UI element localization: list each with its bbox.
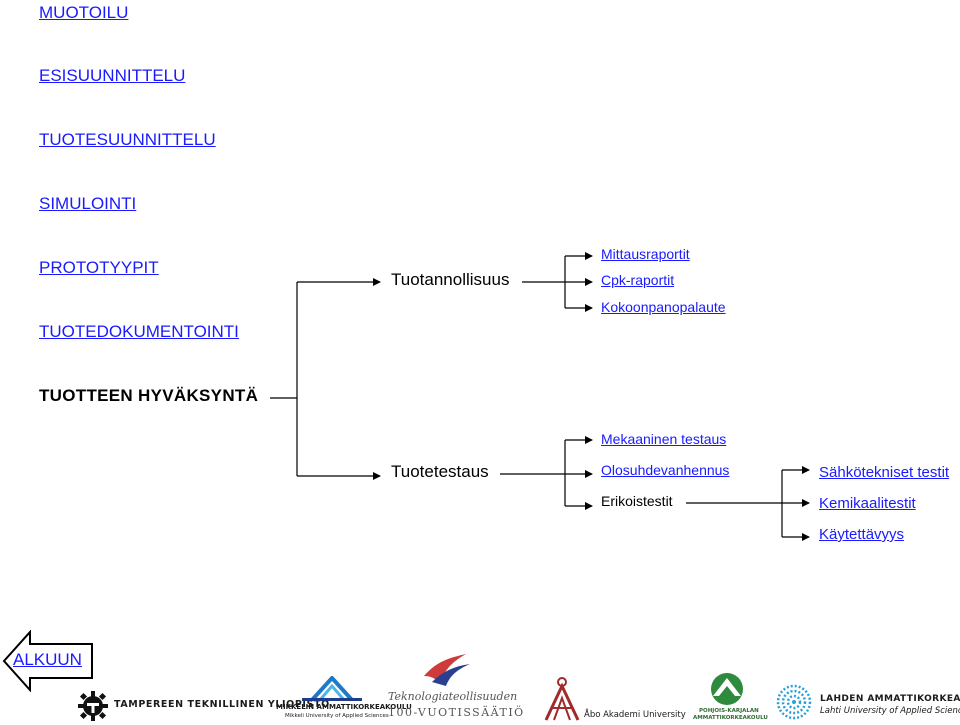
nav-link-muotoilu[interactable]: MUOTOILU	[39, 3, 129, 22]
leaf-link-mittausraportit[interactable]: Mittausraportit	[601, 246, 690, 262]
gear-icon	[78, 691, 108, 721]
tek-logo-subtext: 100-VUOTISSÄÄTIÖ	[388, 706, 525, 719]
main-title: TUOTTEEN HYVÄKSYNTÄ	[39, 386, 259, 405]
node-tuotetestaus: Tuotetestaus	[391, 462, 489, 481]
abo-logo-text: Åbo Akademi University	[584, 710, 686, 720]
tty-logo: TAMPEREEN TEKNILLINEN YLIOPISTO	[78, 688, 329, 724]
leaf-link-kemikaalitestit[interactable]: Kemikaalitestit	[819, 495, 916, 512]
pk-logo-subtext: AMMATTIKORKEAKOULU	[693, 715, 768, 721]
leaf-link-cpk-raportit[interactable]: Cpk-raportit	[601, 272, 675, 288]
mikkeli-mark-icon	[302, 676, 362, 702]
lahti-logo: LAHDEN AMMATTIKORKEAKOULU Lahti Universi…	[776, 684, 960, 724]
lahti-logo-text: LAHDEN AMMATTIKORKEAKOULU	[820, 694, 960, 704]
nav-link-simulointi[interactable]: SIMULOINTI	[39, 194, 137, 213]
leaf-link-olosuhdevanhennus[interactable]: Olosuhdevanhennus	[601, 462, 730, 478]
leaf-link-mekaaninen-testaus[interactable]: Mekaaninen testaus	[601, 431, 727, 447]
leaf-link-kaytettavyys[interactable]: Käytettävyys	[819, 526, 905, 543]
pohjois-karjala-logo: POHJOIS-KARJALAN AMMATTIKORKEAKOULU	[692, 672, 768, 724]
mikkeli-logo-subtext: Mikkeli University of Applied Sciences	[285, 713, 389, 719]
teknologiateollisuus-logo: Teknologiateollisuuden 100-VUOTISSÄÄTIÖ	[386, 652, 526, 724]
pk-logo-text: POHJOIS-KARJALAN	[699, 708, 759, 714]
left-arrow-icon	[2, 630, 93, 692]
nav-link-prototyypit[interactable]: PROTOTYYPIT	[39, 258, 159, 277]
mikkeli-logo-text: MIKKELIN AMMATTIKORKEAKOULU	[276, 703, 412, 711]
leaf-erikoistestit: Erikoistestit	[601, 493, 673, 509]
abo-a-icon	[544, 677, 580, 721]
nav-link-esisuunnittelu[interactable]: ESISUUNNITTELU	[39, 66, 186, 85]
pk-mark-icon	[711, 673, 743, 705]
tek-logo-text: Teknologiateollisuuden	[388, 690, 518, 703]
nav-link-tuotedokumentointi[interactable]: TUOTEDOKUMENTOINTI	[39, 322, 239, 341]
abo-akademi-logo: Åbo Akademi University	[540, 676, 686, 724]
leaf-link-kokoonpanopalaute[interactable]: Kokoonpanopalaute	[601, 299, 726, 315]
leaf-link-sahkotekniset-testit[interactable]: Sähkötekniset testit	[819, 464, 950, 481]
swoosh-icon	[424, 654, 470, 686]
mikkeli-logo: MIKKELIN AMMATTIKORKEAKOULU Mikkeli Univ…	[276, 676, 412, 724]
tty-logo-text: TAMPEREEN TEKNILLINEN YLIOPISTO	[114, 699, 330, 710]
back-button-label: ALKUUN	[13, 650, 82, 669]
lahti-logo-subtext: Lahti University of Applied Sciences	[820, 706, 960, 716]
node-tuotannollisuus: Tuotannollisuus	[391, 270, 510, 289]
nav-link-tuotesuunnittelu[interactable]: TUOTESUUNNITTELU	[39, 130, 216, 149]
back-button[interactable]: ALKUUN	[0, 630, 100, 692]
lahti-dots-icon	[776, 684, 812, 720]
